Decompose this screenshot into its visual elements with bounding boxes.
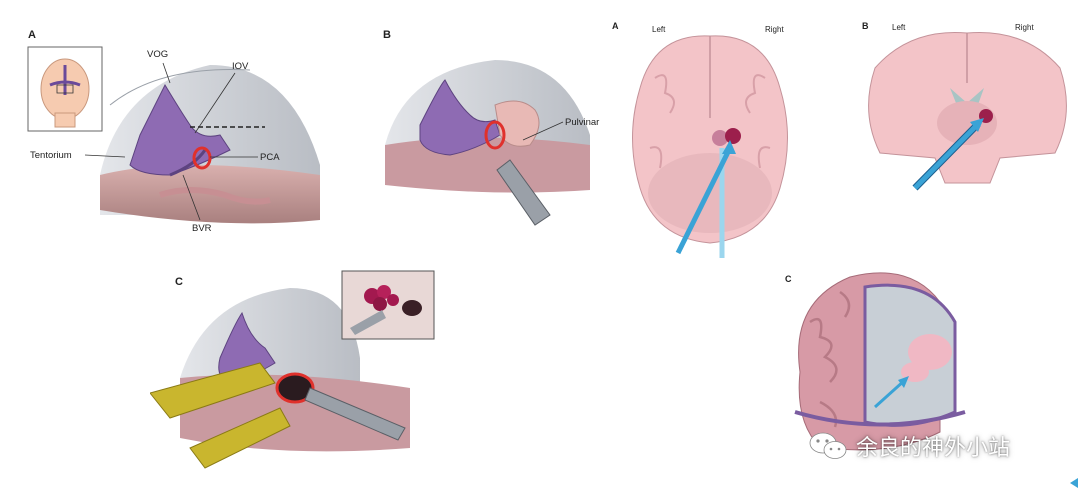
label-iov: IOV [232, 61, 249, 72]
label-right-a: Right [765, 25, 784, 34]
surgical-illustration-a [27, 46, 320, 224]
label-pca: PCA [260, 152, 280, 163]
surgical-panel-b: B Pulvinar [375, 25, 605, 240]
wechat-icon [809, 432, 847, 459]
brain-3d-illustration [794, 272, 966, 451]
corner-arrow-icon [1070, 478, 1078, 488]
coronal-brain-illustration [868, 31, 1067, 191]
brain-panel-a: A Left Right [610, 18, 810, 263]
surgical-panel-a: A VOG IOV Tentorium PCA BVR [20, 25, 340, 250]
surgical-panel-c: C [150, 268, 440, 483]
panel-label-a: A [28, 29, 36, 41]
panel-label-b: B [383, 29, 391, 41]
watermark: 余良的神外小站 [808, 430, 1010, 462]
label-pulvinar: Pulvinar [565, 117, 600, 128]
watermark-text: 余良的神外小站 [856, 436, 1011, 461]
surgical-illustration-b [385, 60, 590, 226]
panel-label-brain-b: B [862, 21, 869, 31]
surgical-illustration-c [150, 270, 435, 469]
axial-brain-illustration [632, 35, 788, 258]
label-vog: VOG [147, 49, 169, 60]
brain-panel-c: C [780, 262, 980, 487]
panel-label-c: C [175, 276, 183, 288]
panel-label-brain-a: A [612, 21, 619, 31]
label-right-b: Right [1015, 23, 1034, 32]
label-tentorium: Tentorium [30, 150, 72, 161]
label-left-a: Left [652, 25, 666, 34]
label-bvr: BVR [192, 223, 212, 234]
panel-label-brain-c: C [785, 274, 792, 284]
label-left-b: Left [892, 23, 906, 32]
brain-panel-b: B Left Right [860, 18, 1075, 198]
